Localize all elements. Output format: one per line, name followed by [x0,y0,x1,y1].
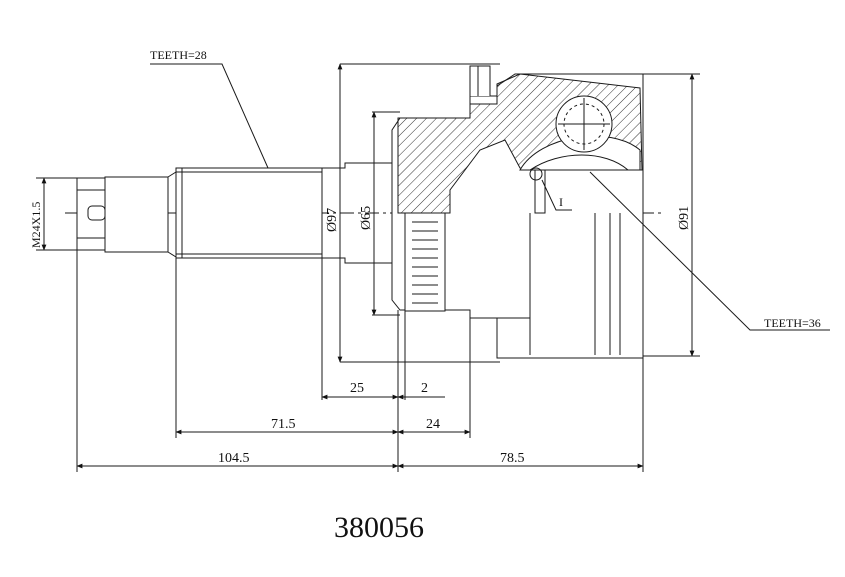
dim-71-5-label: 71.5 [271,417,296,432]
splined-shaft [175,167,323,259]
section-mark-leader [541,179,572,211]
dim-24-label: 24 [426,417,440,432]
dim-78-5-label: 78.5 [500,451,525,466]
abs-ring [404,212,446,312]
teeth-inner-label: TEETH=36 [764,316,821,330]
shaft-pin [104,171,177,258]
teeth28-leader [150,63,269,169]
diameter-91-label: Ø91 [677,206,692,230]
teeth-outer-label: TEETH=28 [150,48,207,62]
thread-nut [76,177,106,251]
diameter-65-label: Ø65 [359,206,374,230]
dim-25-label: 25 [350,381,364,396]
part-number: 380056 [334,511,424,544]
thread-label: M24X1.5 [29,202,43,248]
diameter-97-label: Ø97 [325,208,340,232]
dim-2-label: 2 [421,381,428,396]
teeth36-leader [589,171,830,331]
section-mark-label: I [559,195,563,209]
dim-104-5-label: 104.5 [218,451,250,466]
